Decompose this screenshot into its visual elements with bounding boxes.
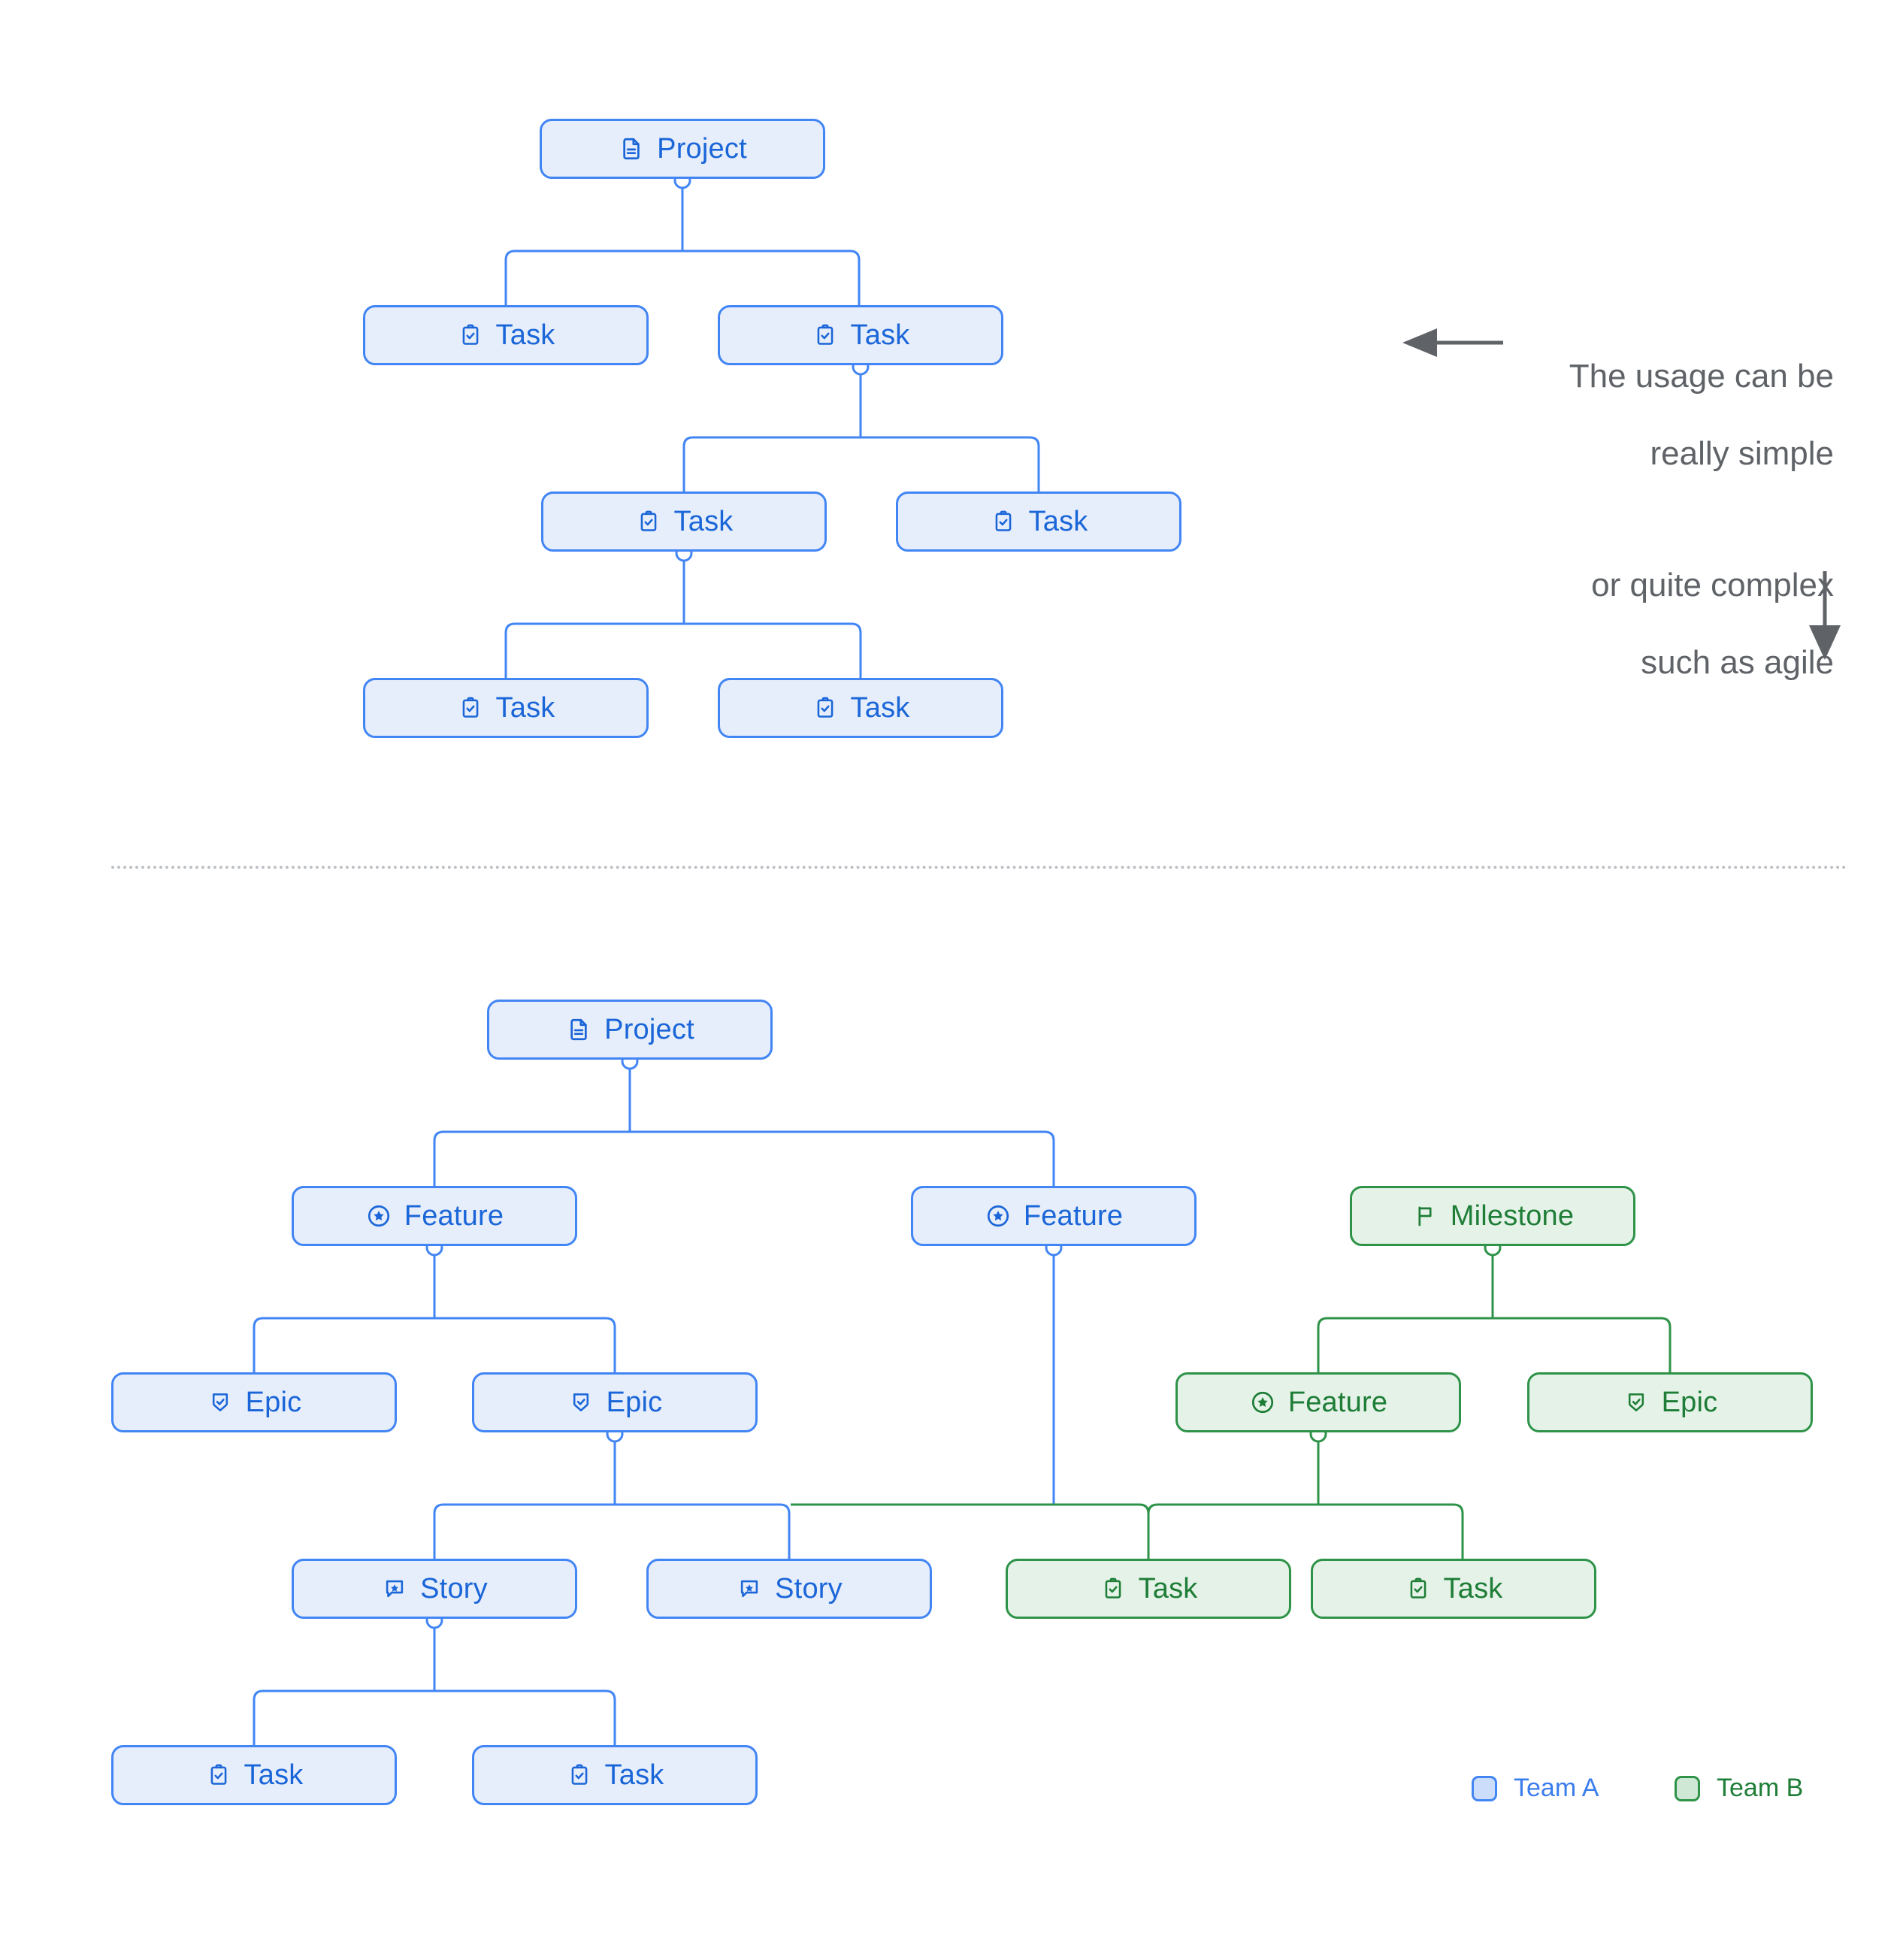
- node-feature[interactable]: Feature: [1175, 1372, 1461, 1432]
- epic-shield-icon: [567, 1389, 594, 1416]
- legend-swatch-team-b: [1675, 1775, 1700, 1801]
- node-epic[interactable]: Epic: [472, 1372, 758, 1432]
- node-label: Task: [1138, 1573, 1198, 1605]
- node-label: Feature: [1023, 1200, 1124, 1232]
- node-task[interactable]: Task: [363, 678, 649, 738]
- node-label: Epic: [606, 1387, 663, 1418]
- node-label: Task: [495, 319, 555, 351]
- legend-label-team-a: Team A: [1514, 1774, 1599, 1802]
- node-label: Task: [850, 692, 910, 724]
- node-label: Task: [673, 506, 734, 537]
- legend-team-b[interactable]: Team B: [1675, 1774, 1803, 1803]
- node-label: Feature: [404, 1200, 504, 1232]
- node-label: Task: [1028, 506, 1088, 537]
- node-story[interactable]: Story: [646, 1559, 932, 1619]
- document-icon: [618, 135, 645, 162]
- node-milestone[interactable]: Milestone: [1350, 1186, 1635, 1246]
- task-clipboard-icon: [566, 1762, 593, 1789]
- task-clipboard-icon: [812, 694, 839, 721]
- node-task[interactable]: Task: [1006, 1559, 1291, 1619]
- section-divider: [111, 866, 1847, 869]
- node-task[interactable]: Task: [718, 305, 1003, 365]
- node-label: Milestone: [1450, 1200, 1575, 1232]
- annotation-text: The usage can be really simple or quite …: [1473, 319, 1834, 721]
- node-label: Epic: [1661, 1387, 1718, 1418]
- node-feature[interactable]: Feature: [292, 1186, 577, 1246]
- task-clipboard-icon: [635, 508, 662, 535]
- node-epic[interactable]: Epic: [111, 1372, 397, 1432]
- epic-shield-icon: [207, 1389, 234, 1416]
- epic-shield-icon: [1623, 1389, 1650, 1416]
- node-label: Project: [604, 1014, 694, 1045]
- legend-swatch-team-a: [1472, 1775, 1497, 1801]
- node-task[interactable]: Task: [363, 305, 649, 365]
- node-project[interactable]: Project: [487, 1000, 773, 1060]
- node-task[interactable]: Task: [541, 492, 827, 552]
- node-task[interactable]: Task: [896, 492, 1181, 552]
- node-feature[interactable]: Feature: [911, 1186, 1197, 1246]
- task-clipboard-icon: [1405, 1575, 1432, 1602]
- feature-star-circle-icon: [1249, 1389, 1276, 1416]
- node-label: Epic: [245, 1387, 302, 1418]
- node-story[interactable]: Story: [292, 1559, 577, 1619]
- annotation-line-1: The usage can be: [1569, 358, 1834, 395]
- milestone-flag-icon: [1411, 1202, 1439, 1230]
- node-label: Task: [1443, 1573, 1503, 1605]
- node-label: Task: [604, 1759, 664, 1791]
- node-label: Feature: [1287, 1387, 1388, 1418]
- node-label: Task: [850, 319, 910, 351]
- node-label: Project: [657, 133, 747, 165]
- story-bubble-star-icon: [381, 1575, 408, 1602]
- document-icon: [565, 1016, 592, 1043]
- legend-team-a[interactable]: Team A: [1472, 1774, 1599, 1803]
- task-clipboard-icon: [457, 694, 484, 721]
- node-label: Task: [244, 1759, 304, 1791]
- node-label: Story: [420, 1573, 488, 1605]
- node-label: Story: [775, 1573, 843, 1605]
- node-label: Task: [495, 692, 555, 724]
- legend-label-team-b: Team B: [1717, 1774, 1804, 1802]
- task-clipboard-icon: [205, 1762, 232, 1789]
- annotation-line-2: really simple: [1650, 435, 1834, 473]
- task-clipboard-icon: [457, 322, 484, 349]
- node-task[interactable]: Task: [111, 1745, 397, 1805]
- annotation-line-4: such as agile: [1641, 643, 1834, 681]
- task-clipboard-icon: [1100, 1575, 1127, 1602]
- node-task[interactable]: Task: [1311, 1559, 1596, 1619]
- node-task[interactable]: Task: [718, 678, 1003, 738]
- feature-star-circle-icon: [985, 1202, 1012, 1230]
- story-bubble-star-icon: [736, 1575, 763, 1602]
- node-task[interactable]: Task: [472, 1745, 758, 1805]
- task-clipboard-icon: [990, 508, 1017, 535]
- task-clipboard-icon: [812, 322, 839, 349]
- feature-star-circle-icon: [365, 1202, 392, 1230]
- node-project[interactable]: Project: [540, 119, 825, 179]
- annotation-line-3: or quite complex: [1591, 566, 1834, 603]
- node-epic[interactable]: Epic: [1527, 1372, 1813, 1432]
